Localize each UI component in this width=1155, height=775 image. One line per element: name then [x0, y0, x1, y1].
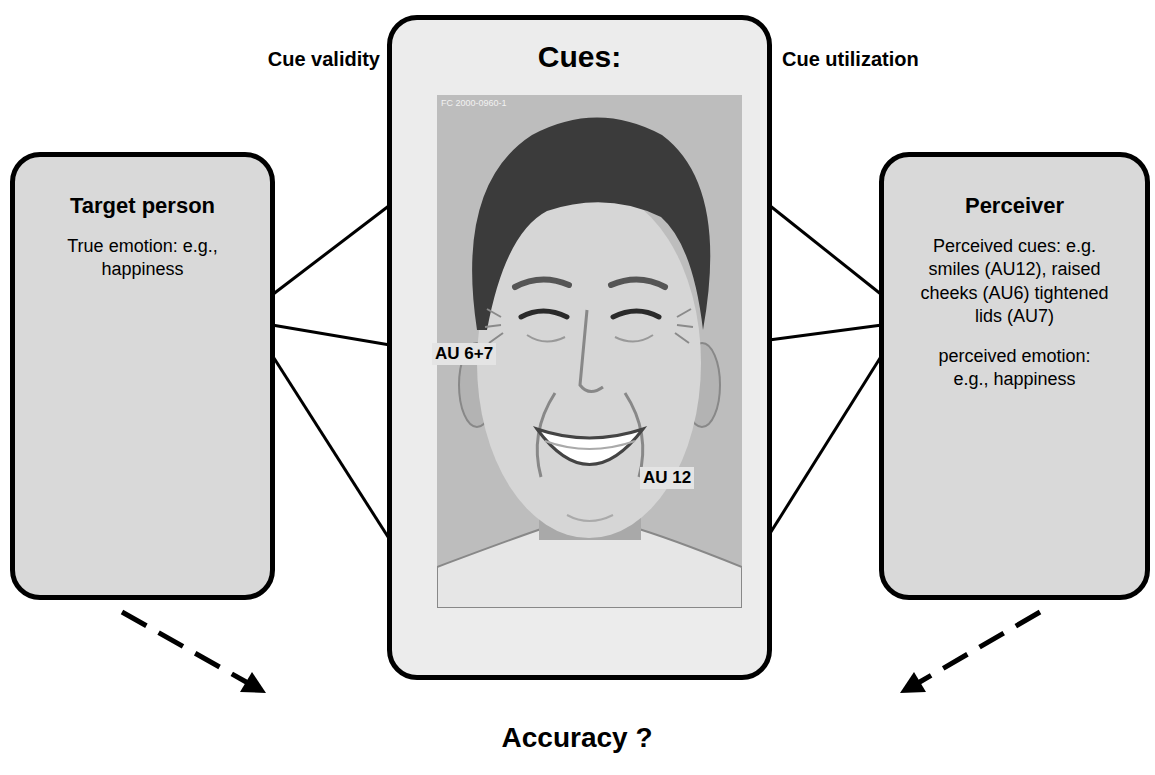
- node-heading: Target person: [15, 193, 270, 219]
- accuracy-label: Accuracy ?: [502, 722, 653, 754]
- perceiver-box: PerceiverPerceived cues: e.g. smiles (AU…: [879, 152, 1150, 600]
- node-body: Perceived cues: e.g. smiles (AU12), rais…: [920, 235, 1110, 329]
- photo-code: FC 2000-0960-1: [441, 98, 507, 108]
- node-heading: Perceiver: [884, 193, 1145, 219]
- connector: [769, 205, 882, 295]
- arrowhead: [240, 672, 266, 693]
- connector: [769, 325, 882, 340]
- node-body: perceived emotion: e.g., happiness: [920, 345, 1110, 392]
- connector: [272, 205, 390, 295]
- connector: [272, 325, 390, 345]
- node-body: True emotion: e.g., happiness: [43, 235, 243, 282]
- connector: [272, 355, 390, 540]
- node-heading: Cues:: [392, 40, 767, 74]
- dashed-arrow: [918, 612, 1040, 683]
- cue-validity-label: Cue validity: [268, 48, 380, 71]
- action-unit-label: AU 12: [640, 467, 694, 489]
- connector: [769, 355, 882, 535]
- target-box: Target personTrue emotion: e.g., happine…: [10, 152, 275, 600]
- dashed-arrow: [122, 612, 248, 683]
- arrowhead: [900, 672, 926, 693]
- action-unit-label: AU 6+7: [432, 343, 496, 365]
- cue-utilization-label: Cue utilization: [782, 48, 919, 71]
